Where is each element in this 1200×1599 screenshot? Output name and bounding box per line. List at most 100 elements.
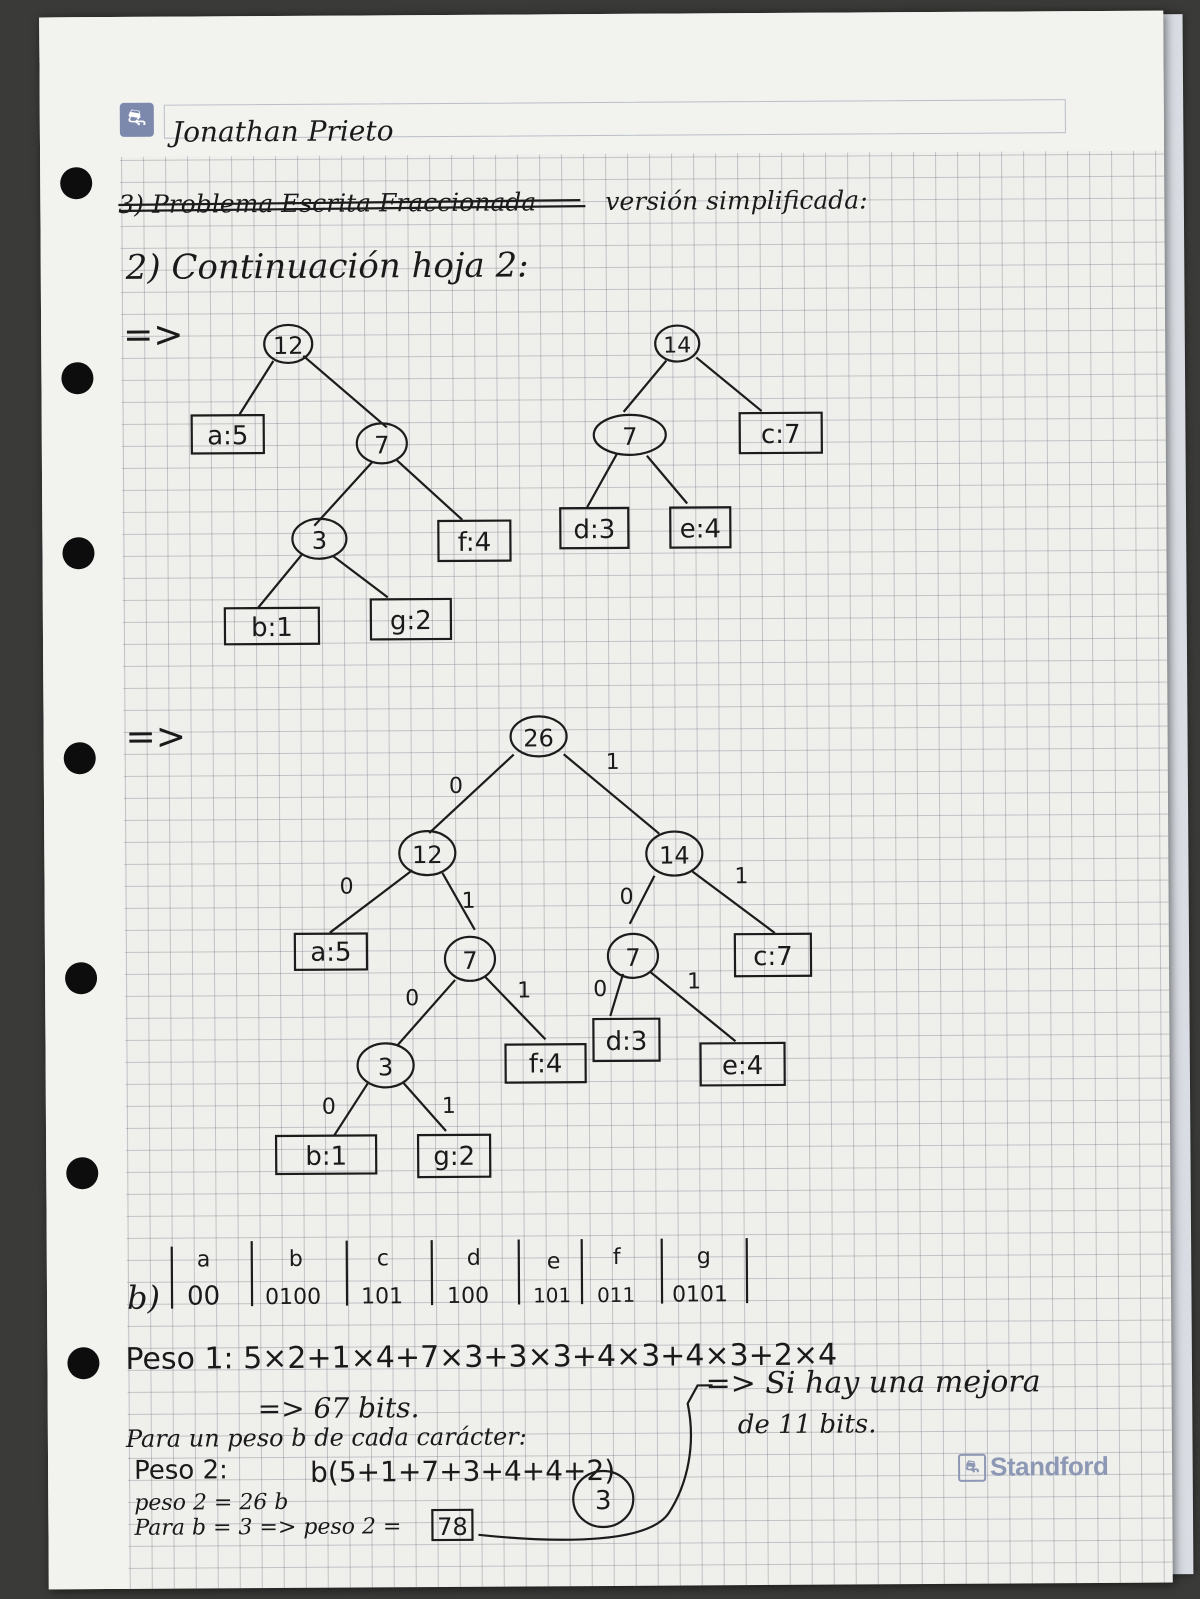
node-label: 7 xyxy=(622,423,637,451)
tree-node xyxy=(398,829,457,877)
edge-bit: 1 xyxy=(517,978,531,1003)
peso1-result: => 67 bits. xyxy=(258,1391,420,1425)
node-label: 3 xyxy=(378,1053,393,1081)
tree-edge xyxy=(649,970,737,1043)
code-symbol: c xyxy=(377,1246,389,1271)
edge-bit: 0 xyxy=(339,875,353,900)
tree-edge xyxy=(396,459,464,521)
code-value: 100 xyxy=(447,1284,489,1309)
leaf-box xyxy=(369,597,453,641)
tree-node xyxy=(291,517,348,560)
leaf-label: b:1 xyxy=(305,1142,347,1172)
tree-edge xyxy=(563,753,660,835)
code-symbol: d xyxy=(467,1246,481,1271)
tree-node xyxy=(443,935,497,982)
leaf-label: f:4 xyxy=(458,528,492,558)
leaf-box xyxy=(669,506,732,549)
tree-edge xyxy=(238,360,275,415)
code-value: 0100 xyxy=(265,1285,321,1310)
header-line2: 2) Continuación hoja 2: xyxy=(125,245,529,287)
tree-edge xyxy=(695,356,763,412)
leaf-box xyxy=(504,1043,587,1084)
tree-edge xyxy=(331,554,389,599)
tree-node xyxy=(606,932,660,979)
tree-edge xyxy=(256,553,304,609)
code-symbol: a xyxy=(197,1247,211,1272)
code-value: 0101 xyxy=(672,1282,728,1307)
tree-edge xyxy=(586,453,618,508)
tree-edge xyxy=(609,973,625,1017)
tree-node xyxy=(263,323,314,365)
leaf-label: g:2 xyxy=(390,606,432,636)
circled-number: 3 xyxy=(595,1486,612,1516)
tree-node xyxy=(509,715,568,758)
leaf-box xyxy=(738,411,823,455)
tree-edge xyxy=(646,455,689,505)
strike-line xyxy=(120,205,586,213)
node-label: 14 xyxy=(663,333,691,358)
tree-node xyxy=(592,413,667,456)
tree-edge xyxy=(402,1082,447,1132)
leaf-label: c:7 xyxy=(753,942,793,972)
tree-edge xyxy=(313,461,373,527)
leaf-label: a:5 xyxy=(207,421,248,451)
tree-edge xyxy=(428,753,515,834)
weight-note: Para un peso b de cada carácter: xyxy=(125,1422,527,1452)
code-value: 101 xyxy=(533,1283,571,1307)
node-label: 14 xyxy=(659,841,690,869)
handwriting-layer: Jonathan Prieto 3) Problema Escrita Frac… xyxy=(118,114,1041,1542)
leaf-label: b:1 xyxy=(251,613,293,643)
node-label: 7 xyxy=(374,431,389,459)
tree-edge xyxy=(484,975,547,1041)
node-label: 26 xyxy=(523,724,554,752)
arrow-implies: => xyxy=(125,717,186,758)
edge-bit: 0 xyxy=(449,774,463,799)
peso2-for-b: Para b = 3 => peso 2 = xyxy=(133,1514,401,1541)
code-symbol: b xyxy=(289,1247,303,1272)
tree-edge xyxy=(333,1082,369,1137)
edge-bit: 1 xyxy=(687,969,701,994)
edge-bit: 0 xyxy=(405,986,419,1011)
tree-edge xyxy=(628,875,656,925)
node-label: 7 xyxy=(462,947,477,975)
leaf-box xyxy=(416,1133,492,1179)
connector-bracket xyxy=(478,1384,713,1541)
leaf-label: g:2 xyxy=(433,1142,475,1172)
author-name: Jonathan Prieto xyxy=(167,114,394,148)
strike-line xyxy=(118,199,581,207)
leaf-box xyxy=(733,932,813,978)
edge-bit: 0 xyxy=(620,885,634,910)
improvement-remark: => Si hay una mejora xyxy=(705,1364,1040,1401)
leaf-box xyxy=(223,606,321,646)
codes-label: b) xyxy=(127,1279,160,1317)
code-value: 011 xyxy=(597,1283,635,1307)
node-label: 3 xyxy=(312,527,327,555)
leaf-label: f:4 xyxy=(529,1049,563,1079)
peso2-equation: peso 2 = 26 b xyxy=(134,1490,288,1516)
edge-bit: 1 xyxy=(734,864,748,889)
tree-node xyxy=(645,830,704,877)
node-label: 12 xyxy=(273,332,304,360)
circled-value xyxy=(572,1469,635,1529)
node-label: 12 xyxy=(412,841,443,869)
node-label: 7 xyxy=(625,944,640,972)
leaf-box xyxy=(437,519,512,563)
edge-bit: 1 xyxy=(442,1094,456,1119)
tree-edge xyxy=(396,979,456,1047)
improvement-remark-bits: de 11 bits. xyxy=(738,1409,877,1440)
edge-bit: 0 xyxy=(593,977,607,1002)
tree-edge xyxy=(302,355,388,429)
boxed-result: 78 xyxy=(437,1513,468,1541)
header-line1-rest: versión simplificada: xyxy=(605,185,867,216)
leaf-label: c:7 xyxy=(761,420,801,450)
tree-edge xyxy=(329,869,414,934)
leaf-label: d:3 xyxy=(605,1027,647,1057)
edge-bit: 1 xyxy=(606,750,620,775)
leaf-box xyxy=(293,932,369,972)
tree-node xyxy=(654,324,701,363)
edge-bit: 1 xyxy=(462,889,476,914)
peso2-label: Peso 2: xyxy=(134,1455,228,1486)
notebook-page: ⛐ ⛐ Standford Jonathan Prieto 3) Problem… xyxy=(39,10,1173,1590)
tree-edge xyxy=(441,872,476,931)
edge-bit: 0 xyxy=(322,1095,336,1120)
